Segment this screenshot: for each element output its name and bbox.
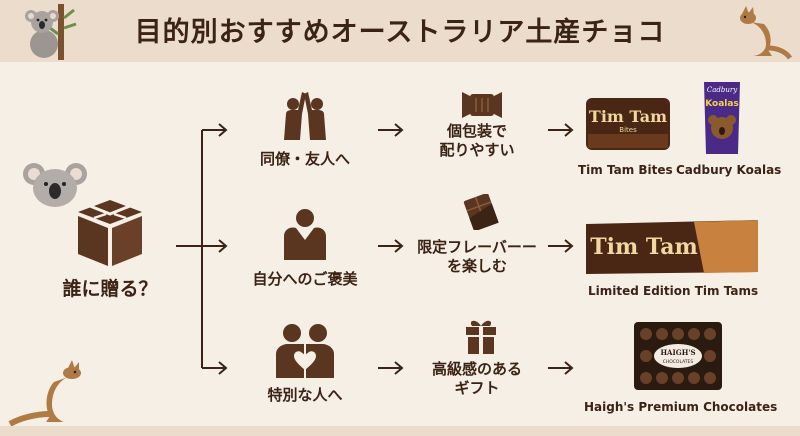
pack-brand: HAIGH'S xyxy=(660,348,695,357)
tim-tam-bites-pack: Tim Tam Bites xyxy=(586,98,670,150)
wrapped-candy-icon xyxy=(462,92,502,118)
pack-sub: CHOCOLATES xyxy=(663,359,694,365)
footer-band xyxy=(0,426,800,436)
pack-brand: Tim Tam xyxy=(590,234,697,260)
haighs-box: HAIGH'S CHOCOLATES xyxy=(634,322,722,390)
feature-line: 限定フレーバーー xyxy=(417,238,537,256)
root-label: 誰に贈る？ xyxy=(62,278,158,300)
feature-line: を楽しむ xyxy=(446,256,507,275)
kangaroo-icon xyxy=(740,6,792,60)
gift-box-icon xyxy=(78,200,142,266)
couple-heart-icon xyxy=(276,324,334,378)
product-label: Cadbury Koalas xyxy=(676,163,782,177)
cadbury-koalas-pack: Cadbury Koalas xyxy=(704,82,740,154)
pack-sub: Bites xyxy=(619,126,637,134)
feature-line: 配りやすい xyxy=(439,140,515,159)
koala-icon xyxy=(23,163,87,207)
present-icon xyxy=(466,320,496,354)
person-hug-icon xyxy=(284,209,326,260)
feature-label: 個包装で 配りやすい xyxy=(412,122,542,160)
feature-line: 高級感のある xyxy=(431,360,522,378)
chocolate-bar-icon xyxy=(463,194,499,230)
product-label: Limited Edition Tim Tams xyxy=(588,284,759,298)
pack-brand: Cadbury xyxy=(707,86,738,94)
feature-line: 個包装で xyxy=(446,122,507,140)
target-label: 特別な人へ xyxy=(267,386,343,404)
pack-sub: Koalas xyxy=(705,99,739,109)
pack-brand: Tim Tam xyxy=(589,107,667,126)
target-label: 自分へのご褒美 xyxy=(252,270,358,288)
product-label: Tim Tam Bites xyxy=(578,163,673,177)
high-five-icon xyxy=(284,92,326,140)
feature-label: 限定フレーバーー を楽しむ xyxy=(412,238,542,276)
koala-icon xyxy=(25,4,77,60)
limited-tim-tam-pack: Tim Tam xyxy=(586,220,758,274)
kangaroo-icon xyxy=(8,360,81,426)
page-title: 目的別おすすめオーストラリア土産チョコ xyxy=(134,17,666,48)
feature-label: 高級感のある ギフト xyxy=(412,360,542,398)
feature-line: ギフト xyxy=(454,378,500,397)
header-band xyxy=(0,0,800,62)
target-label: 同僚・友人へ xyxy=(259,150,350,168)
product-label: Haigh's Premium Chocolates xyxy=(584,400,778,414)
